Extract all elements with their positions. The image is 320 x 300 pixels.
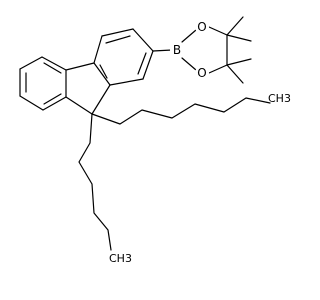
methyl-lower-label: CH3 — [109, 252, 132, 265]
octyl-chain-upper — [91, 97, 271, 125]
five-membered-ring — [65, 62, 111, 115]
boron-label: B — [173, 43, 181, 57]
molecule-canvas: B O O CH3 CH3 — [19, 16, 291, 265]
structure-drawing: B O O CH3 CH3 — [19, 16, 291, 265]
octyl-chain-lower — [78, 113, 112, 251]
terminal-methyl-upper: CH3 — [268, 92, 291, 105]
boron-atom: B — [170, 43, 184, 57]
left-benzene-ring — [19, 56, 67, 111]
oxygen-atom-lower: O — [195, 66, 209, 80]
right-benzene-ring — [93, 28, 154, 86]
oxygen-lower-label: O — [197, 66, 206, 80]
aryl-boron-bond — [152, 49, 173, 52]
methyl-upper-label: CH3 — [268, 92, 291, 105]
oxygen-upper-label: O — [197, 20, 206, 34]
pinacol-boronate-ring — [181, 16, 252, 84]
oxygen-atom-upper: O — [195, 20, 209, 34]
terminal-methyl-lower: CH3 — [109, 252, 132, 265]
